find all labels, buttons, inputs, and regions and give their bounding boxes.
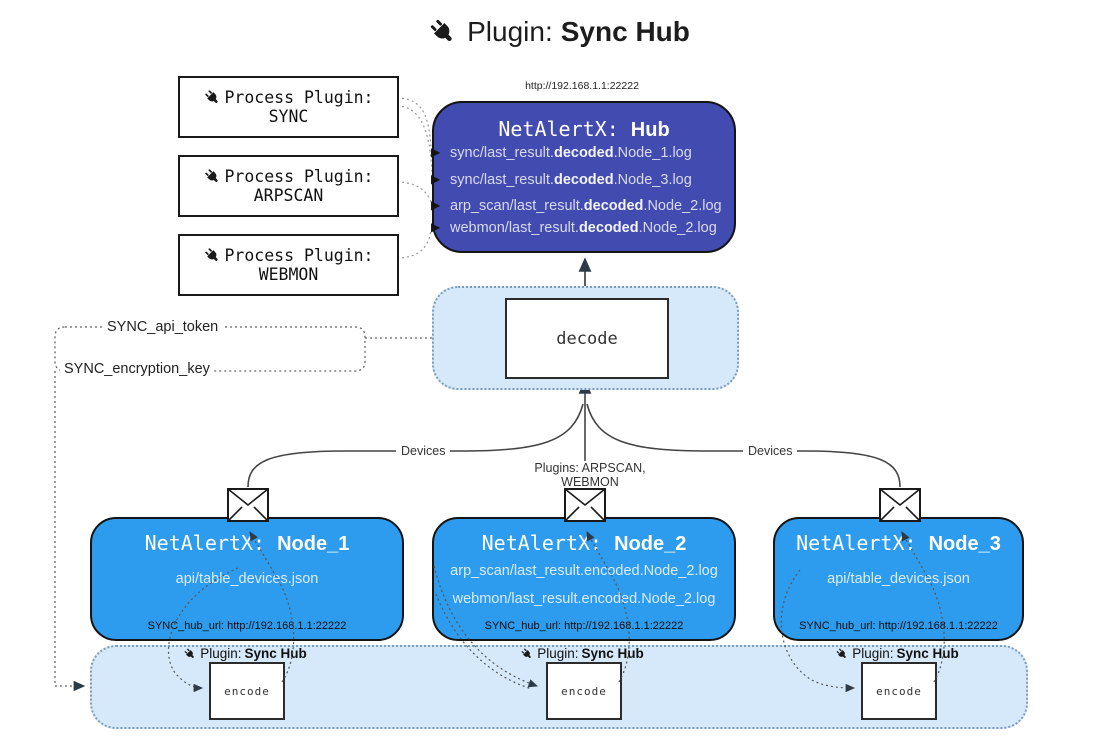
node-file: webmon/last_result.encoded.Node_2.log [452, 591, 716, 607]
process-plugin-label: Process Plugin: [224, 167, 374, 186]
process-plugin-webmon: Process Plugin: WEBMON [178, 234, 399, 296]
plug-icon [430, 19, 452, 41]
page-title: Plugin: Sync Hub [0, 16, 1117, 48]
hub-log-line: ▶ arp_scan/last_result.decoded.Node_2.lo… [431, 198, 722, 214]
node-file: api/table_devices.json [827, 571, 970, 587]
encode-plugin-label-3: Plugin: Sync Hub [817, 646, 977, 661]
devices-label-right: Devices [743, 444, 798, 458]
process-plugin-label: Process Plugin: [224, 246, 374, 265]
plug-icon [521, 648, 532, 658]
edge-sync-to-log1 [396, 97, 432, 149]
edge-arpscan-to-log3 [396, 181, 432, 203]
log-arrow-icon: ▶ [431, 145, 441, 159]
process-plugin-sync: Process Plugin: SYNC [178, 76, 399, 138]
encode-plugin-label-1: Plugin: Sync Hub [165, 646, 325, 661]
hub-log-line: ▶ sync/last_result.decoded.Node_3.log [431, 172, 692, 188]
encode-plugin-label-2: Plugin: Sync Hub [502, 646, 662, 661]
sync-encryption-key-label: SYNC_encryption_key [60, 361, 214, 377]
decode-box: decode [505, 298, 669, 379]
envelope-icon-node2 [564, 488, 606, 522]
hub-log-line: ▶ sync/last_result.decoded.Node_1.log [431, 145, 692, 161]
devices-label-left: Devices [396, 444, 451, 458]
plug-icon [836, 648, 847, 658]
edge-webmon-to-log4 [396, 229, 432, 259]
process-plugin-name: ARPSCAN [253, 186, 324, 205]
node-title: NetAlertX: Node_3 [796, 531, 1001, 555]
plug-icon [205, 248, 219, 261]
encode-box-2: encode [546, 662, 622, 720]
edge-node3-to-decode [586, 403, 901, 488]
envelope-icon-node3 [879, 488, 921, 522]
process-plugin-name: SYNC [268, 107, 309, 126]
node-file: api/table_devices.json [175, 571, 319, 587]
edge-sync-to-log2 [396, 105, 433, 177]
encode-box-3: encode [861, 662, 937, 720]
node-hub-url: SYNC_hub_url: http://192.168.1.1:22222 [484, 620, 684, 632]
log-arrow-icon: ▶ [431, 220, 441, 234]
plugins-label-center: Plugins: ARPSCAN, WEBMON [505, 461, 675, 489]
hub-title: NetAlertX: Hub [498, 117, 670, 141]
plug-icon [205, 90, 219, 103]
node-hub-url: SYNC_hub_url: http://192.168.1.1:22222 [147, 620, 347, 632]
node-1-box: NetAlertX: Node_1 api/table_devices.json… [90, 517, 404, 641]
envelope-icon-node1 [227, 488, 269, 522]
node-2-box: NetAlertX: Node_2 arp_scan/last_result.e… [432, 517, 736, 641]
hub-log-line: ▶ webmon/last_result.decoded.Node_2.log [431, 220, 717, 236]
node-hub-url: SYNC_hub_url: http://192.168.1.1:22222 [799, 620, 998, 632]
hub-box: NetAlertX: Hub ▶ sync/last_result.decode… [431, 101, 736, 253]
token-group-outline [54, 326, 366, 372]
sync-api-token-label: SYNC_api_token [103, 319, 223, 335]
log-arrow-icon: ▶ [431, 172, 441, 186]
node-file: arp_scan/last_result.encoded.Node_2.log [450, 563, 718, 579]
node-3-box: NetAlertX: Node_3 api/table_devices.json… [773, 517, 1024, 641]
node-title: NetAlertX: Node_1 [144, 531, 350, 555]
plug-icon [184, 648, 195, 658]
node-title: NetAlertX: Node_2 [481, 531, 687, 555]
title-prefix: Plugin: [467, 16, 553, 47]
plug-icon [205, 169, 219, 182]
process-plugin-arpscan: Process Plugin: ARPSCAN [178, 155, 399, 217]
edge-node1-to-decode [247, 403, 584, 488]
encode-box-1: encode [209, 662, 285, 720]
hub-url: http://192.168.1.1:22222 [525, 80, 639, 92]
log-arrow-icon: ▶ [431, 198, 441, 212]
process-plugin-name: WEBMON [258, 265, 319, 284]
process-plugin-label: Process Plugin: [224, 88, 374, 107]
title-name: Sync Hub [560, 16, 690, 47]
edge-tokens-to-band [54, 371, 86, 692]
